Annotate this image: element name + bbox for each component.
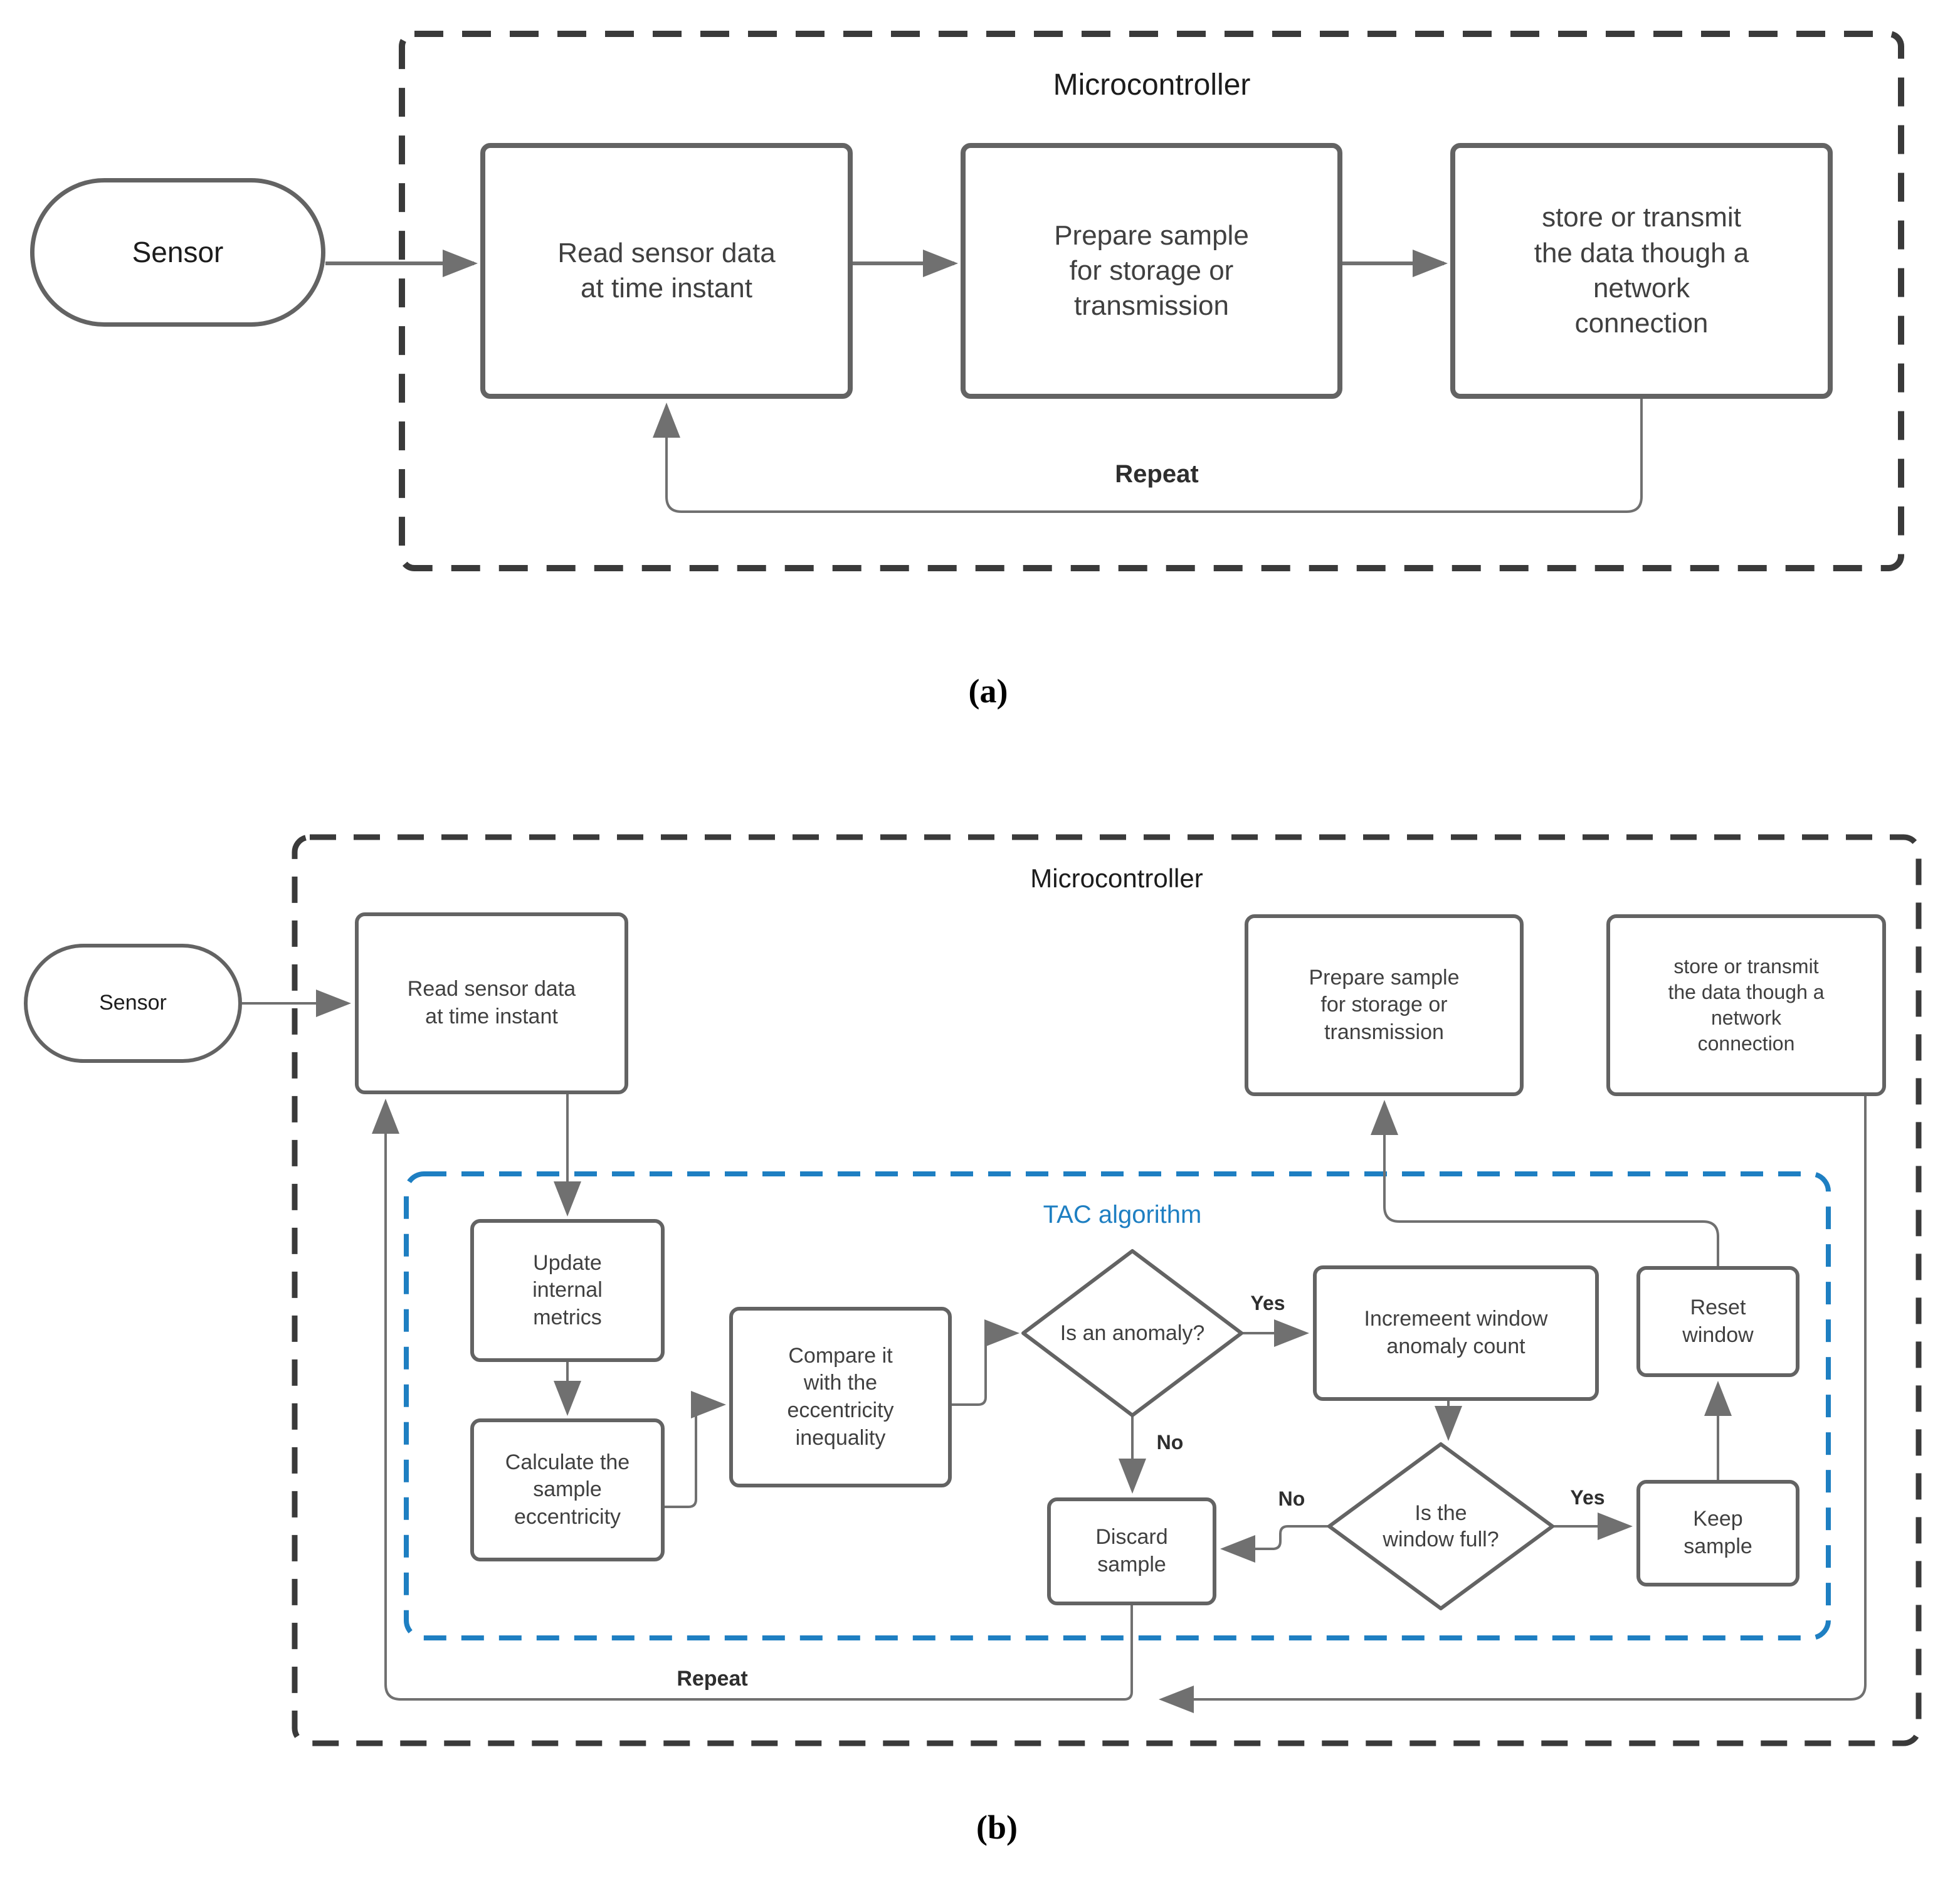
store-transmit-label-a: store or transmit the data though a netw… xyxy=(1534,202,1749,339)
repeat-label-b: Repeat xyxy=(650,1663,775,1694)
read-sensor-node-b: Read sensor data at time instant xyxy=(355,912,628,1094)
read-sensor-node-a: Read sensor data at time instant xyxy=(480,143,853,399)
window-question-label: Is the window full? xyxy=(1383,1501,1499,1552)
window-no-text: No xyxy=(1278,1487,1305,1510)
store-transmit-node-b: store or transmit the data though a netw… xyxy=(1606,914,1886,1096)
window-no-label: No xyxy=(1260,1484,1323,1514)
prepare-sample-node-b: Prepare sample for storage or transmissi… xyxy=(1245,914,1524,1096)
read-sensor-label-a: Read sensor data at time instant xyxy=(557,237,776,304)
anomaly-question-label: Is an anomaly? xyxy=(1060,1321,1205,1345)
arrow-discard-repeat-to-read-b xyxy=(372,1099,1133,1701)
arrow-store-to-repeat-junction-b xyxy=(1159,1096,1867,1713)
anomaly-yes-text: Yes xyxy=(1250,1291,1285,1314)
arrow-compare-to-anomaly-b xyxy=(952,1319,1020,1406)
calculate-eccentricity-node: Calculate the sample eccentricity xyxy=(470,1418,665,1561)
sensor-node-a: Sensor xyxy=(30,178,325,327)
anomaly-question-text: Is an anomaly? xyxy=(1057,1299,1208,1367)
repeat-label-a: Repeat xyxy=(1063,457,1251,492)
microcontroller-box-a xyxy=(399,31,1904,571)
repeat-label-text-a: Repeat xyxy=(1115,460,1199,488)
reset-window-node: Reset window xyxy=(1636,1266,1799,1377)
sensor-node-b: Sensor xyxy=(24,944,242,1063)
discard-sample-label: Discard sample xyxy=(1095,1525,1168,1576)
tac-algorithm-label-text: TAC algorithm xyxy=(1043,1200,1202,1228)
sensor-node-label-b: Sensor xyxy=(99,991,167,1015)
compare-inequality-label: Compare it with the eccentricity inequal… xyxy=(787,1343,894,1450)
update-metrics-node: Update internal metrics xyxy=(470,1219,665,1362)
caption-text-a: (a) xyxy=(968,672,1008,710)
sensor-node-label-a: Sensor xyxy=(132,236,224,269)
store-transmit-node-a: store or transmit the data though a netw… xyxy=(1450,143,1833,399)
calculate-eccentricity-label: Calculate the sample eccentricity xyxy=(505,1450,630,1529)
microcontroller-box-b xyxy=(292,834,1922,1746)
repeat-label-text-b: Repeat xyxy=(677,1666,748,1691)
arrow-repeat-loop-a xyxy=(653,399,1643,513)
window-yes-text: Yes xyxy=(1570,1486,1605,1509)
arrow-reset-to-prepare-b xyxy=(1371,1100,1719,1266)
microcontroller-label-text-a: Microcontroller xyxy=(1053,68,1251,102)
microcontroller-label-a: Microcontroller xyxy=(964,63,1340,107)
read-sensor-label-b: Read sensor data at time instant xyxy=(407,977,576,1028)
discard-sample-node: Discard sample xyxy=(1047,1497,1216,1605)
keep-sample-node: Keep sample xyxy=(1636,1480,1799,1586)
microcontroller-label-b: Microcontroller xyxy=(929,859,1305,898)
anomaly-yes-label: Yes xyxy=(1236,1288,1299,1318)
arrow-window-no-to-discard-b xyxy=(1220,1525,1329,1563)
arrow-calculate-to-compare-b xyxy=(665,1391,726,1508)
reset-window-label: Reset window xyxy=(1682,1295,1754,1347)
window-full-decision-diamond xyxy=(1327,1442,1554,1610)
compare-inequality-node: Compare it with the eccentricity inequal… xyxy=(729,1307,952,1487)
microcontroller-label-text-b: Microcontroller xyxy=(1030,863,1203,893)
anomaly-no-text: No xyxy=(1156,1430,1184,1454)
anomaly-decision-diamond xyxy=(1021,1249,1243,1417)
keep-sample-label: Keep sample xyxy=(1683,1507,1752,1558)
prepare-sample-node-a: Prepare sample for storage or transmissi… xyxy=(961,143,1342,399)
caption-a: (a) xyxy=(894,666,1082,716)
anomaly-no-label: No xyxy=(1139,1427,1201,1457)
increment-count-node: Incremeent window anomaly count xyxy=(1313,1265,1599,1401)
store-transmit-label-b: store or transmit the data though a netw… xyxy=(1668,955,1825,1055)
increment-count-label: Incremeent window anomaly count xyxy=(1364,1307,1548,1358)
prepare-sample-label-a: Prepare sample for storage or transmissi… xyxy=(1054,219,1249,322)
tac-algorithm-label: TAC algorithm xyxy=(1022,1196,1223,1233)
caption-text-b: (b) xyxy=(976,1808,1018,1846)
window-question-text: Is the window full? xyxy=(1378,1481,1504,1571)
prepare-sample-label-b: Prepare sample for storage or transmissi… xyxy=(1309,965,1460,1044)
update-metrics-label: Update internal metrics xyxy=(532,1250,603,1329)
tac-algorithm-box xyxy=(404,1171,1831,1640)
window-yes-label: Yes xyxy=(1556,1482,1619,1513)
caption-b: (b) xyxy=(903,1802,1091,1852)
